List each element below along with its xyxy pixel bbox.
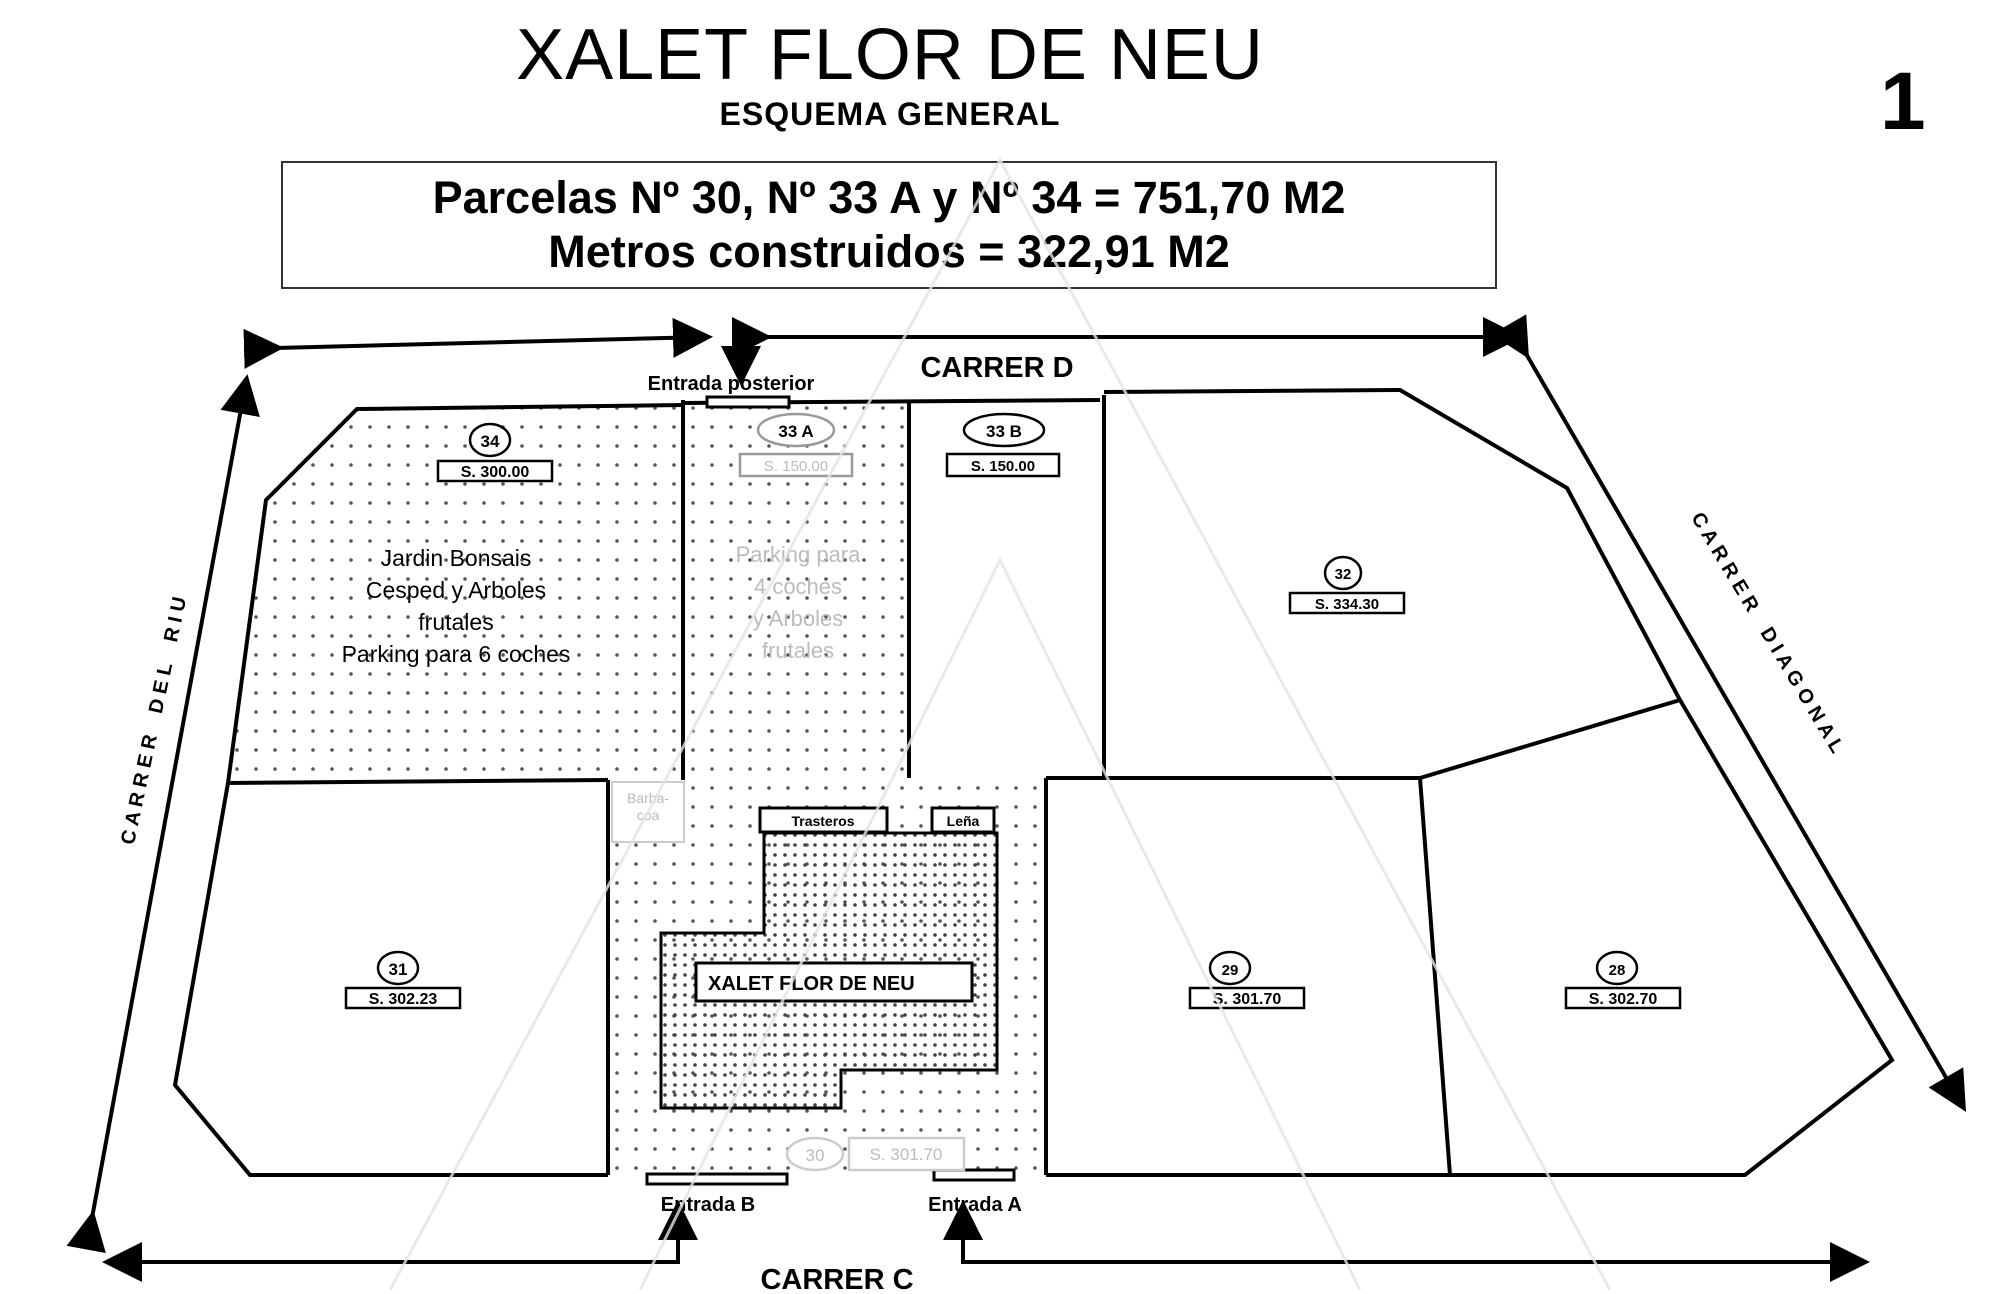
- barbacoa-label-1: Barba-: [627, 790, 669, 806]
- svg-text:33 B: 33 B: [986, 422, 1022, 441]
- svg-text:frutales: frutales: [762, 638, 834, 663]
- entrance-a-label: Entrada A: [928, 1194, 1022, 1216]
- svg-text:30: 30: [806, 1146, 825, 1165]
- svg-text:S. 301.70: S. 301.70: [870, 1145, 943, 1164]
- built-area: Metros construidos = 322,91 M2: [548, 226, 1230, 277]
- parcels-total-area: Parcelas Nº 30, Nº 33 A y Nº 34 = 751,70…: [432, 172, 1346, 223]
- entrance-b-gate: [645, 1172, 789, 1186]
- lena-box: [930, 806, 996, 834]
- parcel-31-label: 31 S. 302.23: [344, 950, 462, 1010]
- parcel-29-28-divider: [1418, 777, 1452, 1176]
- parcel-28-label: 28 S. 302.70: [1564, 950, 1682, 1010]
- svg-text:Parking para: Parking para: [736, 542, 862, 567]
- right-street-arrow: [1491, 314, 1967, 1112]
- svg-text:S. 302.23: S. 302.23: [369, 991, 438, 1008]
- parcel-33a-label: 33 A S. 150.00: [738, 412, 854, 478]
- page-subtitle: ESQUEMA GENERAL: [719, 96, 1061, 132]
- parcel-34-notes: Jardin Bonsais Cesped y Arboles frutales…: [342, 545, 571, 667]
- svg-text:S. 301.70: S. 301.70: [1213, 991, 1282, 1008]
- trasteros-box: [758, 806, 889, 834]
- svg-text:28: 28: [1609, 962, 1626, 979]
- rear-entrance-label: Entrada posterior: [648, 373, 815, 395]
- parcel-33b-label: 33 B S. 150.00: [945, 412, 1061, 478]
- parcel-34-boundary: [225, 403, 684, 786]
- parcel-34-area: [228, 405, 683, 783]
- svg-text:34: 34: [481, 432, 500, 451]
- page-title: XALET FLOR DE NEU: [516, 15, 1264, 95]
- house-label-box: [694, 961, 974, 1003]
- parcel-32-boundary: [1046, 387, 1683, 780]
- street-label-bottom: CARRER C: [760, 1264, 913, 1294]
- trasteros-label: Trasteros: [791, 813, 854, 829]
- svg-text:29: 29: [1222, 962, 1239, 979]
- parcel-34-label: 34 S. 300.00: [436, 422, 554, 483]
- svg-text:S. 300.00: S. 300.00: [461, 464, 530, 481]
- svg-text:S. 302.70: S. 302.70: [1589, 991, 1658, 1008]
- parcel-30-label: 30 S. 301.70: [785, 1136, 966, 1172]
- parcel-32-label: 32 S. 334.30: [1288, 555, 1406, 615]
- left-street-arrow: [66, 374, 260, 1254]
- rear-entrance-gate: [705, 395, 791, 409]
- svg-text:frutales: frutales: [418, 609, 493, 635]
- svg-text:Jardin Bonsais: Jardin Bonsais: [381, 545, 532, 571]
- svg-text:Cesped y Arboles: Cesped y Arboles: [366, 577, 546, 603]
- svg-text:y Arboles: y Arboles: [753, 606, 844, 631]
- svg-text:33 A: 33 A: [778, 422, 813, 441]
- svg-text:32: 32: [1335, 566, 1352, 583]
- entrance-b-label: Entrada B: [661, 1194, 755, 1216]
- page-number: 1: [1880, 56, 1926, 147]
- svg-text:S. 150.00: S. 150.00: [764, 458, 828, 475]
- house-label: XALET FLOR DE NEU: [708, 973, 915, 995]
- street-label-left: C A R R E R D E L R I U: [117, 595, 191, 847]
- svg-text:31: 31: [389, 960, 408, 979]
- parcel-28-boundary: [1046, 698, 1895, 1177]
- area-summary-box: Parcelas Nº 30, Nº 33 A y Nº 34 = 751,70…: [281, 161, 1497, 289]
- svg-text:S. 150.00: S. 150.00: [971, 458, 1035, 475]
- street-label-top: CARRER D: [920, 352, 1073, 384]
- entrance-b-arrow: [110, 1200, 698, 1264]
- svg-text:4 coches: 4 coches: [754, 574, 842, 599]
- street-label-right: C A R R E R D I A G O N A L: [1686, 509, 1847, 757]
- entrance-a-arrow: [943, 1200, 1862, 1264]
- entrance-a-gate: [932, 1168, 1016, 1182]
- svg-text:Parking para 6 coches: Parking para 6 coches: [342, 641, 571, 667]
- lena-label: Leña: [947, 813, 980, 829]
- watermark-logo: [388, 156, 1612, 1291]
- top-left-street-arrow: [243, 317, 713, 369]
- svg-text:S. 334.30: S. 334.30: [1315, 596, 1379, 613]
